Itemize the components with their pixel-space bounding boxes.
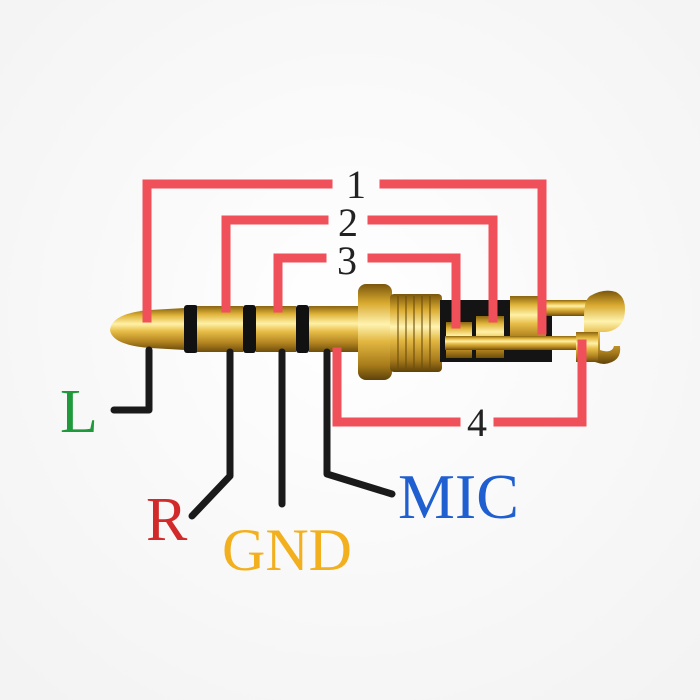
label-mic: MIC (398, 461, 519, 532)
contact-number-2: 2 (338, 200, 358, 245)
solder-terminals (440, 290, 625, 364)
insulator-ring-3 (296, 305, 309, 353)
insulator-ring-2 (243, 305, 256, 353)
trrs-plug (110, 284, 625, 380)
plug-tip (110, 308, 185, 350)
label-ground: GND (222, 517, 352, 583)
lead-mic (323, 348, 396, 498)
plug-ring-1 (197, 306, 243, 352)
signal-leads (110, 346, 396, 520)
bracket-1-left (142, 179, 333, 323)
contact-numbers: 1 2 3 4 (337, 162, 487, 445)
signal-labels: L R GND MIC (60, 378, 519, 583)
contact-number-4: 4 (467, 400, 487, 445)
contact-number-1: 1 (346, 162, 366, 207)
contact-brackets (142, 179, 587, 427)
contact-number-3: 3 (337, 238, 357, 283)
insulator-ring-1 (184, 305, 198, 353)
label-right: R (146, 486, 188, 554)
label-left: L (60, 378, 98, 446)
bracket-2-left (221, 215, 329, 313)
bracket-2-right (367, 215, 498, 323)
bracket-1-right (379, 179, 547, 335)
plug-ring-2 (256, 306, 296, 352)
plug-sleeve (309, 306, 365, 352)
lead-right (188, 348, 234, 520)
bracket-3-right (367, 253, 461, 329)
bracket-3-left (273, 253, 327, 313)
bracket-4-left (332, 347, 461, 427)
bracket-4-right (493, 339, 587, 427)
lead-left (110, 346, 153, 414)
plug-collar (358, 284, 442, 380)
